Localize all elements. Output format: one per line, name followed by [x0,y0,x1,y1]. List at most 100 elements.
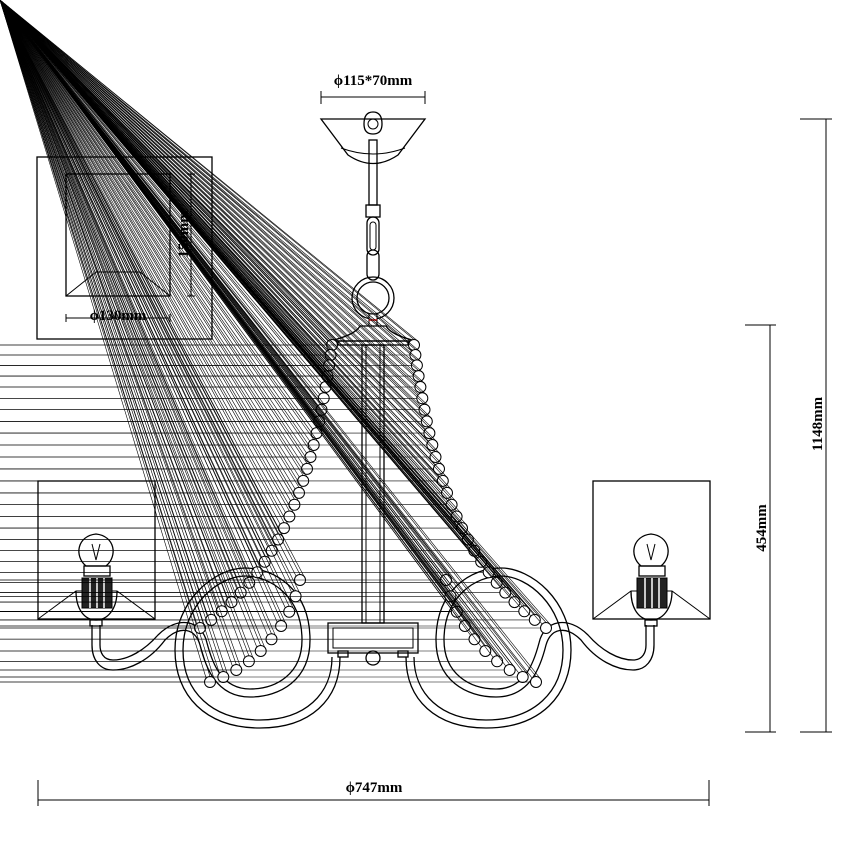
crystal-bead-facet [0,0,461,513]
crystal-bead-facet [0,0,551,625]
crystal-bead-facet [0,0,322,384]
crystal-bead-facet [0,0,537,677]
crystal-bead-facet [0,0,312,466]
crystal-bead [426,439,439,451]
crystal-bead-facet [0,0,254,579]
crystal-bead-facet [0,0,215,679]
crystal-bead-facet [0,0,236,599]
right-arm [405,567,655,729]
crystal-bead-facet [0,0,314,440]
crystal-bead-facet [0,0,291,501]
crystal-bead-facet [0,0,447,478]
crystal-bead-facet [0,0,420,352]
crystal-bead-facet [0,0,294,608]
crystal-bead-facet [0,0,431,418]
crystal-bead-facet [0,0,292,593]
crystal-bead-facet [0,0,296,490]
crystal-bead-facet [0,0,315,454]
crystal-bead-facet [0,0,232,597]
crystal-bead-facet [0,0,507,667]
crystal-bead-facet [0,0,434,430]
crystal-bead-facet [0,0,457,512]
crystal-bead [518,605,531,618]
crystal-bead-facet [0,0,425,384]
crystal-bead-facet [0,0,543,625]
total-diameter-dimension: ϕ747mm [37,780,710,806]
canopy-dimension-label: ϕ115*70mm [334,73,413,89]
crystal-bead-facet [0,0,308,464]
crystal-bead-facet [0,0,456,502]
crystal-bead-facet [0,0,228,674]
crystal-bead-facet [0,0,440,454]
crystal-bead-facet [0,0,311,442]
crystal-bead-facet [0,0,482,648]
crystal-bead-facet [0,0,261,646]
crystal-bead-facet [0,0,224,672]
crystal-bead-facet [0,0,423,373]
crystal-bead-facet [0,0,220,674]
crystal-bead-facet [0,0,521,608]
crystal-bead-facet [0,0,278,623]
bead-garland-right-lower [0,0,542,688]
crystal-bead-facet [0,0,541,679]
crystal-bead-facet [0,0,300,593]
crystal-bead-facet [0,0,233,667]
crystal-bead-facet [0,0,494,658]
canopy-dimension: ϕ115*70mm [320,73,426,104]
crystal-bead-facet [0,0,295,500]
crystal-bead [491,655,504,668]
crystal-bead-facet [0,0,452,490]
crystal-bead-facet [0,0,281,525]
crystal-bead-facet [0,0,290,512]
crystal-bead-facet [0,0,300,488]
crystal-bead-facet [0,0,313,430]
crystal-bead-facet [0,0,547,623]
crystal-bead-facet [0,0,300,478]
crystal-bead-facet [0,0,510,665]
crystal-bead-facet [0,0,265,648]
crystal-bead-facet [0,0,520,674]
crystal-bead-facet [0,0,301,575]
crystal-bead-facet [0,0,241,667]
crystal-bead-facet [0,0,429,407]
crystal-bead-facet [0,0,533,679]
left-lamp [37,480,156,627]
crystal-bead-facet [0,0,289,525]
crystal-bead-facet [0,0,304,476]
crystal-bead-facet [0,0,258,648]
crystal-bead-facet [0,0,246,658]
crystal-bead-facet [0,0,419,342]
crystal-bead-facet [0,0,318,442]
total-height-dimension: 1148mm [800,118,832,733]
crystal-bead-facet [0,0,286,513]
total-diameter-label: ϕ747mm [346,780,403,796]
crystal-bead-facet [0,0,285,523]
stem-and-chain [351,139,395,327]
crystal-bead-facet [0,0,254,658]
crystal-bead [540,622,552,634]
crystal-bead-facet [0,0,276,636]
crystal-bead-facet [0,0,304,466]
crystal-bead-facet [0,0,237,665]
crystal-bead-facet [0,0,437,442]
left-arm [91,567,341,729]
bead-garland-left-lower [0,0,306,688]
crystal-bead-facet [0,0,321,395]
crystal-bead [508,596,521,609]
crystal-bead-facet [0,0,297,577]
crystal-bead-facet [0,0,412,352]
crystal-bead-facet [0,0,212,615]
crystal-bead-facet [0,0,299,501]
crystal-bead [516,671,529,683]
crystal-bead-facet [0,0,467,525]
crystal-bead-facet [0,0,324,393]
crystal-bead-facet [0,0,268,636]
crystal-bead-facet [0,0,286,623]
crystal-bead-facet [0,0,286,608]
crystal-bead-facet [0,0,532,617]
crystal-bead-facet [0,0,523,672]
crystal-bead-facet [0,0,421,362]
crystal-bead-facet [0,0,294,513]
crystal-bead-facet [0,0,211,677]
